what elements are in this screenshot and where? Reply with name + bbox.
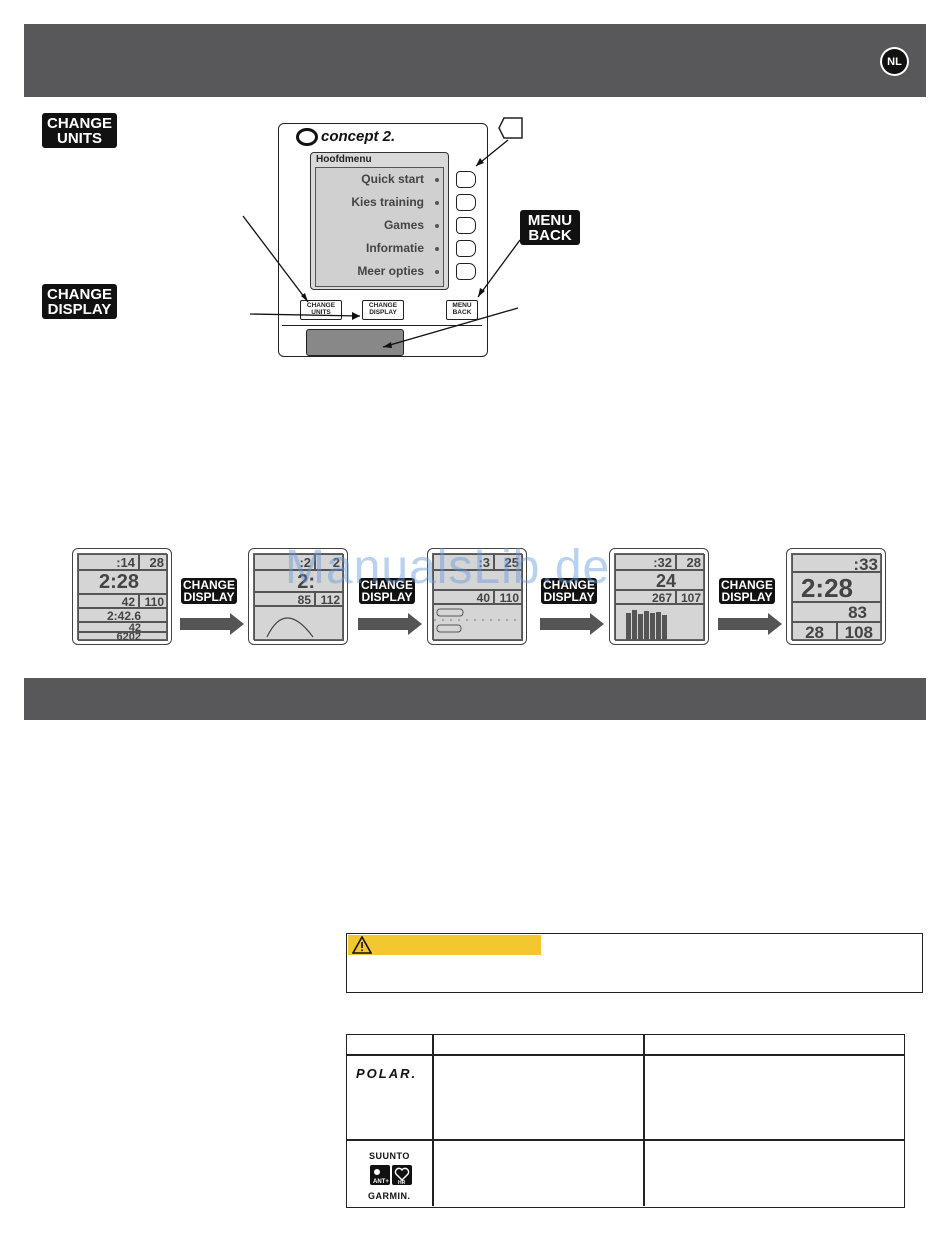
arrowhead-step-1 <box>230 613 244 635</box>
menu-dot <box>435 178 439 182</box>
menu-title: Hoofdmenu <box>316 154 372 165</box>
pace-boat-graph <box>433 604 523 641</box>
change-display-step-1: CHANGE DISPLAY <box>181 578 237 604</box>
arrow-step-4 <box>718 618 768 630</box>
table-row-divider <box>346 1139 904 1141</box>
hr-compat-table <box>346 1034 905 1208</box>
table-col-divider <box>643 1034 645 1206</box>
meters: 42 <box>78 594 139 608</box>
menu-dot <box>435 270 439 274</box>
stroke-rate: 2 <box>315 554 344 570</box>
polar-logo: POLAR. <box>356 1066 418 1081</box>
pace: 24 <box>615 570 705 590</box>
menu-dot <box>435 201 439 205</box>
stroke-rate: 28 <box>792 622 837 641</box>
meters: 85 <box>254 592 315 606</box>
menu-back-legend: MENU BACK <box>520 210 580 245</box>
menu-item-quick-start[interactable]: Quick start <box>361 172 424 186</box>
arrowhead-step-2 <box>408 613 422 635</box>
elapsed-time: :3 <box>433 554 494 570</box>
change-display-step-3: CHANGE DISPLAY <box>541 578 597 604</box>
monitor-change-display-button[interactable]: CHANGE DISPLAY <box>362 300 404 320</box>
usb-slot <box>306 329 404 356</box>
menu-item-informatie[interactable]: Informatie <box>365 241 424 255</box>
watermark: ManualsLib.de <box>285 541 611 594</box>
menu-item-meer-opties[interactable]: Meer opties <box>357 264 424 278</box>
arrow-step-1 <box>180 618 230 630</box>
change-display-step-2: CHANGE DISPLAY <box>359 578 415 604</box>
display-3: :3 25 40 110 <box>427 548 527 645</box>
suunto-logo: SUUNTO <box>369 1151 410 1161</box>
monitor-tray <box>282 325 482 353</box>
elapsed-time: :2 <box>254 554 315 570</box>
svg-text:ANT+: ANT+ <box>373 1179 389 1185</box>
display-4: :32 28 24 267 107 <box>609 548 709 645</box>
stroke-rate: 28 <box>139 554 168 570</box>
menu-dot <box>435 247 439 251</box>
change-units-legend: CHANGE UNITS <box>42 113 117 148</box>
section-bar <box>24 678 926 720</box>
svg-text:HR: HR <box>398 1180 406 1185</box>
arrowhead-step-3 <box>590 613 604 635</box>
soft-button-1[interactable] <box>456 171 476 188</box>
heart-rate: 112 <box>315 592 344 606</box>
projected: 6202 <box>78 632 168 641</box>
callout-lines <box>242 139 521 348</box>
arrow-step-2 <box>358 618 408 630</box>
soft-button-outline <box>498 117 524 139</box>
menu-dot <box>435 224 439 228</box>
table-header-divider <box>346 1054 904 1056</box>
ant-brand-cell: SUUNTO ANT+ HR GARMIN. <box>368 1143 416 1205</box>
heart-rate: 107 <box>676 590 705 604</box>
menu-item-games[interactable]: Games <box>383 218 424 232</box>
bar-graph <box>615 604 705 641</box>
arrow-step-3 <box>540 618 590 630</box>
soft-button-4[interactable] <box>456 240 476 257</box>
elapsed-time: :33 <box>792 554 882 572</box>
garmin-logo: GARMIN. <box>368 1191 411 1201</box>
soft-button-3[interactable] <box>456 217 476 234</box>
elapsed-time: :14 <box>78 554 139 570</box>
stroke-rate: 28 <box>676 554 705 570</box>
monitor-menu-back-button[interactable]: MENU BACK <box>446 300 478 320</box>
heart-rate-icon: HR <box>392 1165 412 1186</box>
meters: 267 <box>615 590 676 604</box>
heart-rate: 110 <box>494 590 523 604</box>
pace-row <box>433 570 523 590</box>
concept2-logo: concept 2. <box>296 128 395 147</box>
heart-rate: 110 <box>139 594 168 608</box>
language-badge: NL <box>880 47 909 76</box>
change-display-step-4: CHANGE DISPLAY <box>719 578 775 604</box>
meters: 40 <box>433 590 494 604</box>
display-2: :2 2 2: 85 112 <box>248 548 348 645</box>
arrowhead-step-4 <box>768 613 782 635</box>
heart-rate: 108 <box>837 622 882 641</box>
split-meters: 42 <box>78 622 168 632</box>
warning-icon <box>351 935 373 954</box>
pace: 2:28 <box>78 570 168 594</box>
stroke-rate: 25 <box>494 554 523 570</box>
menu-item-kies-training[interactable]: Kies training <box>351 195 424 209</box>
pace: 2:28 <box>792 572 882 602</box>
meters: 83 <box>792 602 882 622</box>
display-1: :14 28 2:28 42 110 2:42.6 42 6202 <box>72 548 172 645</box>
avg-pace: 2:42.6 <box>78 608 168 622</box>
ant-plus-icon: ANT+ <box>370 1165 390 1185</box>
elapsed-time: :32 <box>615 554 676 570</box>
menu-list: Quick start Kies training Games Informat… <box>316 172 424 280</box>
header-bar <box>24 24 926 97</box>
force-curve <box>254 606 344 641</box>
change-display-legend: CHANGE DISPLAY <box>42 284 117 319</box>
monitor-screen <box>310 152 449 290</box>
caution-box <box>346 933 923 993</box>
display-5: :33 2:28 83 28 108 <box>786 548 886 645</box>
pace: 2: <box>254 570 344 592</box>
soft-button-5[interactable] <box>456 263 476 280</box>
table-col-divider <box>432 1034 434 1206</box>
caution-header <box>348 935 541 955</box>
soft-button-2[interactable] <box>456 194 476 211</box>
